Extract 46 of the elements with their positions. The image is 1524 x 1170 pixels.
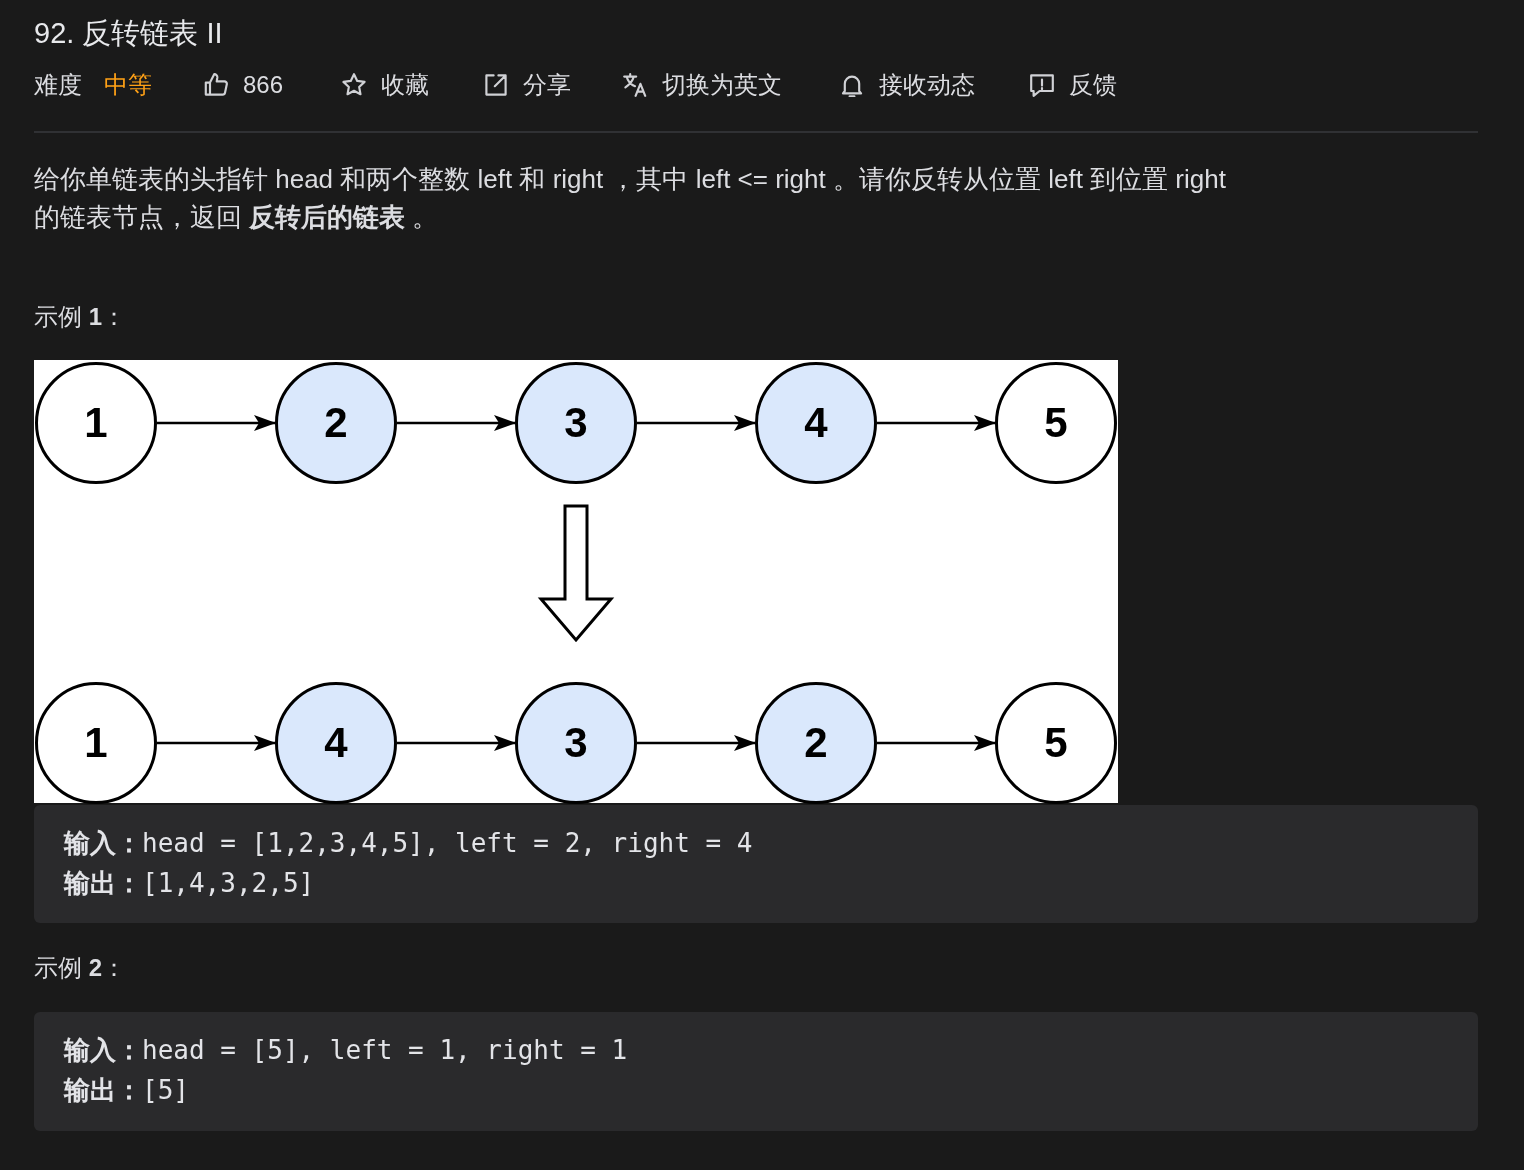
code-line: 输出：[1,4,3,2,5] bbox=[64, 867, 315, 900]
node-value: 2 bbox=[324, 401, 348, 445]
arrow bbox=[157, 415, 276, 431]
list-node-circle bbox=[515, 362, 637, 484]
block-arrow bbox=[537, 504, 615, 643]
list-node-circle bbox=[995, 362, 1117, 484]
list-node-circle bbox=[35, 362, 157, 484]
node-value: 1 bbox=[84, 721, 108, 765]
node-value: 3 bbox=[564, 721, 588, 765]
translate-button: 切换为英文 bbox=[623, 70, 782, 100]
problem-description: 给你单链表的头指针 head 和两个整数 left 和 right ，其中 left <= right 。请你反转从位置 left 到位置 right 的链表节点，返回 反转后的链表 。 bbox=[34, 163, 1227, 234]
list-node-circle bbox=[755, 682, 877, 804]
list-node-circle bbox=[755, 362, 877, 484]
arrow bbox=[637, 415, 756, 431]
arrow bbox=[397, 735, 516, 751]
example-heading: 示例 1： bbox=[34, 302, 127, 332]
example-heading: 示例 2： bbox=[34, 953, 127, 983]
node-value: 2 bbox=[804, 721, 828, 765]
favorite-button: 收藏 bbox=[342, 70, 429, 100]
node-value: 5 bbox=[1044, 401, 1068, 445]
arrow bbox=[637, 735, 756, 751]
like-button: 866 bbox=[204, 70, 284, 100]
code-block bbox=[34, 805, 1478, 923]
list-node-circle bbox=[275, 362, 397, 484]
node-value: 5 bbox=[1044, 721, 1068, 765]
code-line: 输入：head = [1,2,3,4,5], left = 2, right = 4 bbox=[64, 827, 753, 860]
difficulty-value: 中等 bbox=[104, 70, 152, 100]
list-node-circle bbox=[995, 682, 1117, 804]
arrow bbox=[877, 735, 996, 751]
arrow bbox=[877, 415, 996, 431]
feedback-button: 反馈 bbox=[1030, 70, 1117, 100]
difficulty-label: 难度 bbox=[34, 70, 82, 100]
page-title: 92. 反转链表 II bbox=[34, 16, 223, 51]
list-node-circle bbox=[35, 682, 157, 804]
list-node-circle bbox=[275, 682, 397, 804]
node-value: 4 bbox=[804, 401, 828, 445]
code-line: 输出：[5] bbox=[64, 1074, 189, 1107]
node-value: 1 bbox=[84, 401, 108, 445]
code-line: 输入：head = [5], left = 1, right = 1 bbox=[64, 1034, 628, 1067]
arrow bbox=[397, 415, 516, 431]
arrow bbox=[157, 735, 276, 751]
list-node-circle bbox=[515, 682, 637, 804]
node-value: 3 bbox=[564, 401, 588, 445]
share-button: 分享 bbox=[484, 70, 571, 100]
subscribe-button: 接收动态 bbox=[840, 70, 975, 100]
node-value: 4 bbox=[324, 721, 348, 765]
